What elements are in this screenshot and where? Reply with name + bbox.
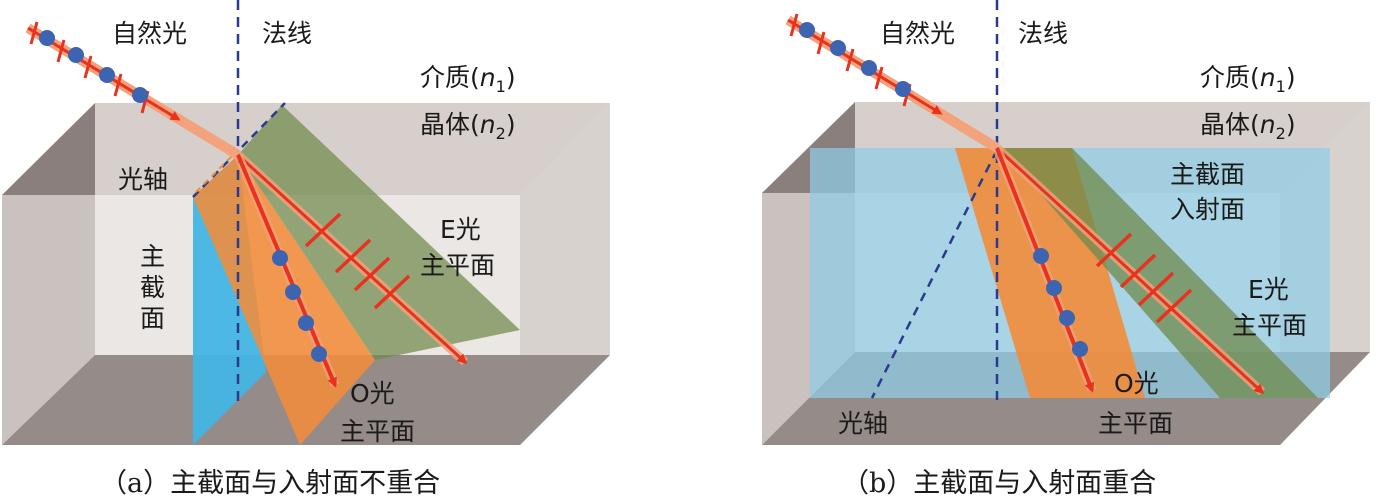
medium-label-a: 介质(n1)	[420, 63, 516, 96]
principal-section-char-3-a: 面	[140, 304, 165, 333]
natural-light-label-b: 自然光	[880, 19, 955, 48]
panel-a: 自然光 法线 介质(n1) 晶体(n2) 光轴 主 截 面 E光 主平面 O光 …	[2, 0, 610, 499]
o-principal-plane-label-b: 主平面	[1098, 409, 1173, 438]
crystal-label-b: 晶体(n2)	[1200, 110, 1296, 143]
optic-axis-b	[870, 149, 999, 399]
optic-axis-a	[192, 102, 286, 198]
incident-polarization-marks-a	[29, 21, 150, 114]
e-principal-plane-b	[1000, 148, 1318, 398]
panel-b: 自然光 法线 介质(n1) 晶体(n2) 主截面 入射面 E光 主平面 O光 主…	[762, 0, 1370, 499]
optic-axis-label-b: 光轴	[838, 409, 888, 438]
principal-section-char-1-a: 主	[140, 242, 165, 271]
normal-label-b: 法线	[1018, 19, 1068, 48]
e-principal-plane-label-b: 主平面	[1232, 311, 1307, 340]
e-light-label-b: E光	[1248, 275, 1289, 304]
caption-a: （a）主截面与入射面不重合	[100, 468, 440, 499]
e-ray-polarization-marks-a	[304, 212, 411, 310]
principal-section-char-2-a: 截	[140, 273, 165, 302]
e-light-label-a: E光	[440, 215, 481, 244]
normal-label-a: 法线	[262, 19, 312, 48]
o-principal-plane-label-a: 主平面	[340, 417, 415, 446]
medium-label-b: 介质(n1)	[1200, 63, 1296, 96]
e-principal-plane-a	[238, 105, 520, 360]
o-ray-dots-a	[272, 250, 327, 362]
crystal-left-face-a	[2, 195, 95, 445]
caption-b: （b）主截面与入射面重合	[842, 468, 1156, 499]
crystal-label-a: 晶体(n2)	[420, 110, 516, 143]
e-ray-b	[995, 146, 1265, 395]
natural-light-label-a: 自然光	[112, 19, 187, 48]
optic-axis-label-a: 光轴	[118, 165, 168, 194]
o-light-label-a: O光	[350, 379, 395, 408]
optic-axis-highlight-a	[195, 151, 237, 193]
incidence-plane-label-b: 入射面	[1170, 195, 1245, 224]
o-light-label-b: O光	[1114, 369, 1159, 398]
incident-dots-b	[799, 22, 911, 97]
o-ray-dots-b	[1033, 248, 1088, 357]
incident-dots-a	[39, 30, 148, 103]
principal-section-label-b: 主截面	[1170, 160, 1245, 189]
e-ray-polarization-marks-b	[1095, 232, 1193, 324]
e-principal-plane-label-a: 主平面	[420, 251, 495, 280]
